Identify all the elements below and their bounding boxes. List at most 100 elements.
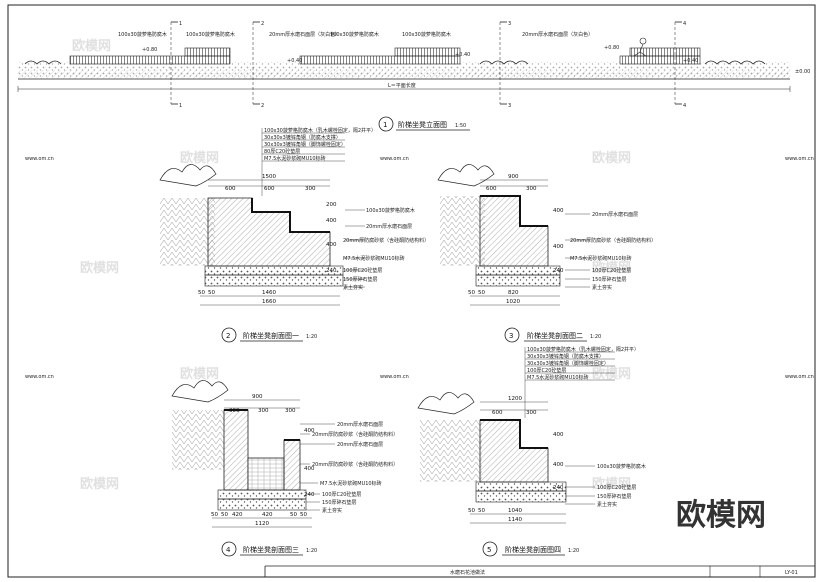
watermark: 欧模网 xyxy=(80,260,119,276)
watermark-url: www.om.cn xyxy=(25,374,54,380)
section-scale: 1:20 xyxy=(306,548,317,554)
svg-text:5: 5 xyxy=(487,546,491,554)
elevation-title: 阶梯坐凳立面图 xyxy=(398,120,447,129)
layer-note: 100厚C20砼垫层 xyxy=(322,491,361,498)
svg-text:400: 400 xyxy=(553,432,564,438)
section-drawing-1: 1500 600 600 300 50 50 1460 1660 200 400… xyxy=(159,127,429,343)
svg-text:600: 600 xyxy=(264,186,275,192)
svg-text:2: 2 xyxy=(261,103,264,109)
layer-note: 150厚碎石垫层 xyxy=(343,276,378,283)
svg-text:50: 50 xyxy=(208,290,215,296)
section-drawing-3: 900 300 300 300 50 50 420 420 50 50 1120… xyxy=(171,380,398,557)
svg-text:1120: 1120 xyxy=(255,521,269,527)
svg-text:300: 300 xyxy=(258,408,269,414)
watermark-url: www.om.cn xyxy=(25,156,54,162)
svg-text:1660: 1660 xyxy=(262,299,276,305)
watermark-url: www.om.cn xyxy=(380,156,409,162)
svg-text:240: 240 xyxy=(326,268,337,274)
elevation-level: +0.40 xyxy=(455,52,470,58)
elevation-number: 1 xyxy=(383,121,387,129)
svg-text:3: 3 xyxy=(508,103,511,109)
elevation-level: +0.80 xyxy=(604,45,619,51)
logo-text: 欧模网 xyxy=(676,498,766,533)
elevation-drawing: L＝平面长度 1 1 2 2 3 3 4 4 xyxy=(17,21,810,132)
elevation-level: +0.80 xyxy=(142,47,157,53)
svg-text:2: 2 xyxy=(226,332,230,340)
elevation-note: 100x30菠萝格防腐木 xyxy=(186,31,235,38)
sheet-border xyxy=(7,4,816,578)
layer-note: 20mm厚水磨石面层 xyxy=(337,441,383,448)
layer-note: 100x30菠萝格防腐木 xyxy=(597,463,646,470)
svg-text:300: 300 xyxy=(229,408,240,414)
watermark: 欧模网 xyxy=(592,366,631,382)
svg-text:300: 300 xyxy=(285,408,296,414)
layer-note: 20mm厚防腐砂浆（含硅酮防结构料） xyxy=(312,431,398,438)
elevation-note: 100x30菠萝格防腐木 xyxy=(402,31,451,38)
svg-text:50: 50 xyxy=(468,508,475,514)
svg-text:900: 900 xyxy=(508,174,519,180)
section-mark-2: 2 2 xyxy=(252,21,264,109)
layer-note: 150厚碎石垫层 xyxy=(597,493,632,500)
svg-text:50: 50 xyxy=(211,512,218,518)
layer-note: 20mm厚防腐砂浆（含硅酮防结构料） xyxy=(570,237,656,244)
layer-note: M7.5水泥砂浆砌MU10标砖 xyxy=(570,255,632,262)
svg-text:400: 400 xyxy=(553,244,564,250)
layer-note: 150厚碎石垫层 xyxy=(592,276,627,283)
svg-text:1460: 1460 xyxy=(262,290,276,296)
layer-note: 素土夯实 xyxy=(592,284,612,291)
elevation-level: +0.40 xyxy=(683,58,698,64)
svg-text:400: 400 xyxy=(304,428,315,434)
svg-text:300: 300 xyxy=(526,186,537,192)
section-title: 阶梯坐凳剖面图四 xyxy=(505,545,561,554)
title-block: 水磨石花池做法 LY-01 xyxy=(264,565,815,577)
layer-note: 30x30x3镀锌角钢（防腐木支撑） xyxy=(527,353,604,360)
section-drawing-2: 900 600 300 50 50 820 1020 400 400 240 2… xyxy=(437,164,656,343)
svg-text:50: 50 xyxy=(478,290,485,296)
svg-text:820: 820 xyxy=(508,290,519,296)
layer-note: 30x30x3镀锌角钢（防腐木支撑） xyxy=(264,134,341,141)
elevation-level: +0.40 xyxy=(287,58,302,64)
watermark: 欧模网 xyxy=(592,260,631,276)
layer-note: 100厚C20砼垫层 xyxy=(592,267,631,274)
svg-text:400: 400 xyxy=(553,462,564,468)
svg-text:400: 400 xyxy=(326,218,337,224)
section-title: 阶梯坐凳剖面图二 xyxy=(527,331,583,340)
svg-text:1: 1 xyxy=(179,103,182,109)
layer-note: 100x30菠萝格防腐木（乳木螺栓固定，隔2并平） xyxy=(264,127,376,134)
length-label: L＝平面长度 xyxy=(388,82,416,89)
layer-note: 20mm厚水磨石面层 xyxy=(337,421,383,428)
section-scale: 1:20 xyxy=(306,334,317,340)
svg-text:2: 2 xyxy=(261,21,264,27)
svg-text:300: 300 xyxy=(526,410,537,416)
svg-text:400: 400 xyxy=(304,466,315,472)
svg-text:400: 400 xyxy=(553,208,564,214)
layer-note: 100厚C20砼垫层 xyxy=(527,367,566,374)
layer-note: 100x30菠萝格防腐木（乳木螺栓固定，隔2并平） xyxy=(527,346,639,353)
elevation-level: ±0.00 xyxy=(795,69,810,75)
watermark-url: www.om.cn xyxy=(785,156,814,162)
layer-note: 素土夯实 xyxy=(597,501,617,508)
layer-note: M7.5水泥砂浆砌MU10标砖 xyxy=(343,255,405,262)
layer-note: 150厚碎石垫层 xyxy=(322,499,357,506)
layer-note: M7.5水泥砂浆砌MU10标砖 xyxy=(527,374,589,381)
drawing-number: LY-01 xyxy=(785,570,798,576)
watermark-url: www.om.cn xyxy=(785,374,814,380)
svg-text:1140: 1140 xyxy=(508,517,522,523)
watermark: 欧模网 xyxy=(592,476,631,492)
layer-note: 20mm厚防腐砂浆（含硅酮防结构料） xyxy=(343,237,429,244)
section-title: 阶梯坐凳剖面图三 xyxy=(243,545,299,554)
svg-text:240: 240 xyxy=(553,485,564,491)
svg-text:50: 50 xyxy=(290,512,297,518)
layer-note: 30x30x3镀锌角钢（脚饰螺栓固定） xyxy=(264,141,346,148)
watermark-url: www.om.cn xyxy=(380,374,409,380)
layer-note: 素土夯实 xyxy=(343,284,363,291)
svg-text:240: 240 xyxy=(304,492,315,498)
svg-text:200: 200 xyxy=(326,202,337,208)
svg-text:3: 3 xyxy=(509,332,513,340)
svg-text:600: 600 xyxy=(492,410,503,416)
layer-note: 30x30x3镀锌角钢（脚饰螺栓固定） xyxy=(527,360,609,367)
section-drawing-4: 1200 600 300 50 50 1040 1140 400 400 240… xyxy=(417,346,646,557)
section-scale: 1:20 xyxy=(568,548,579,554)
svg-text:50: 50 xyxy=(468,290,475,296)
